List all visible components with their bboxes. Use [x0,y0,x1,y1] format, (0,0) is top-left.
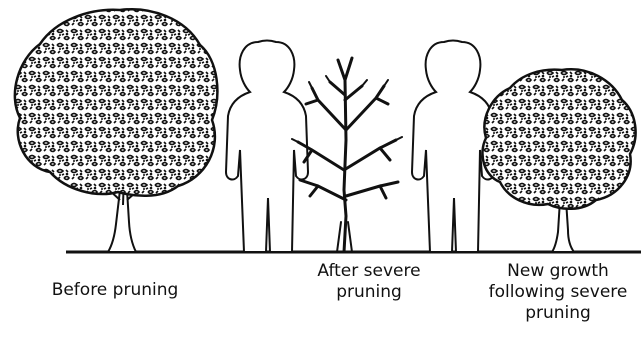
tree-new-growth-canopy [482,69,635,208]
tree-after-pruning [292,58,402,252]
tree-before-canopy [15,9,217,196]
tree-before-pruning [15,9,217,252]
caption-before-pruning: Before pruning [30,280,200,301]
person-silhouette-right [412,41,494,253]
tree-after-trunk [344,80,346,252]
tree-before-trunk [108,190,136,252]
caption-after-severe-pruning: After severe pruning [284,261,454,303]
caption-new-growth: New growth following severe pruning [478,261,638,324]
person-silhouette-left [226,41,308,253]
tree-new-growth [482,69,635,252]
